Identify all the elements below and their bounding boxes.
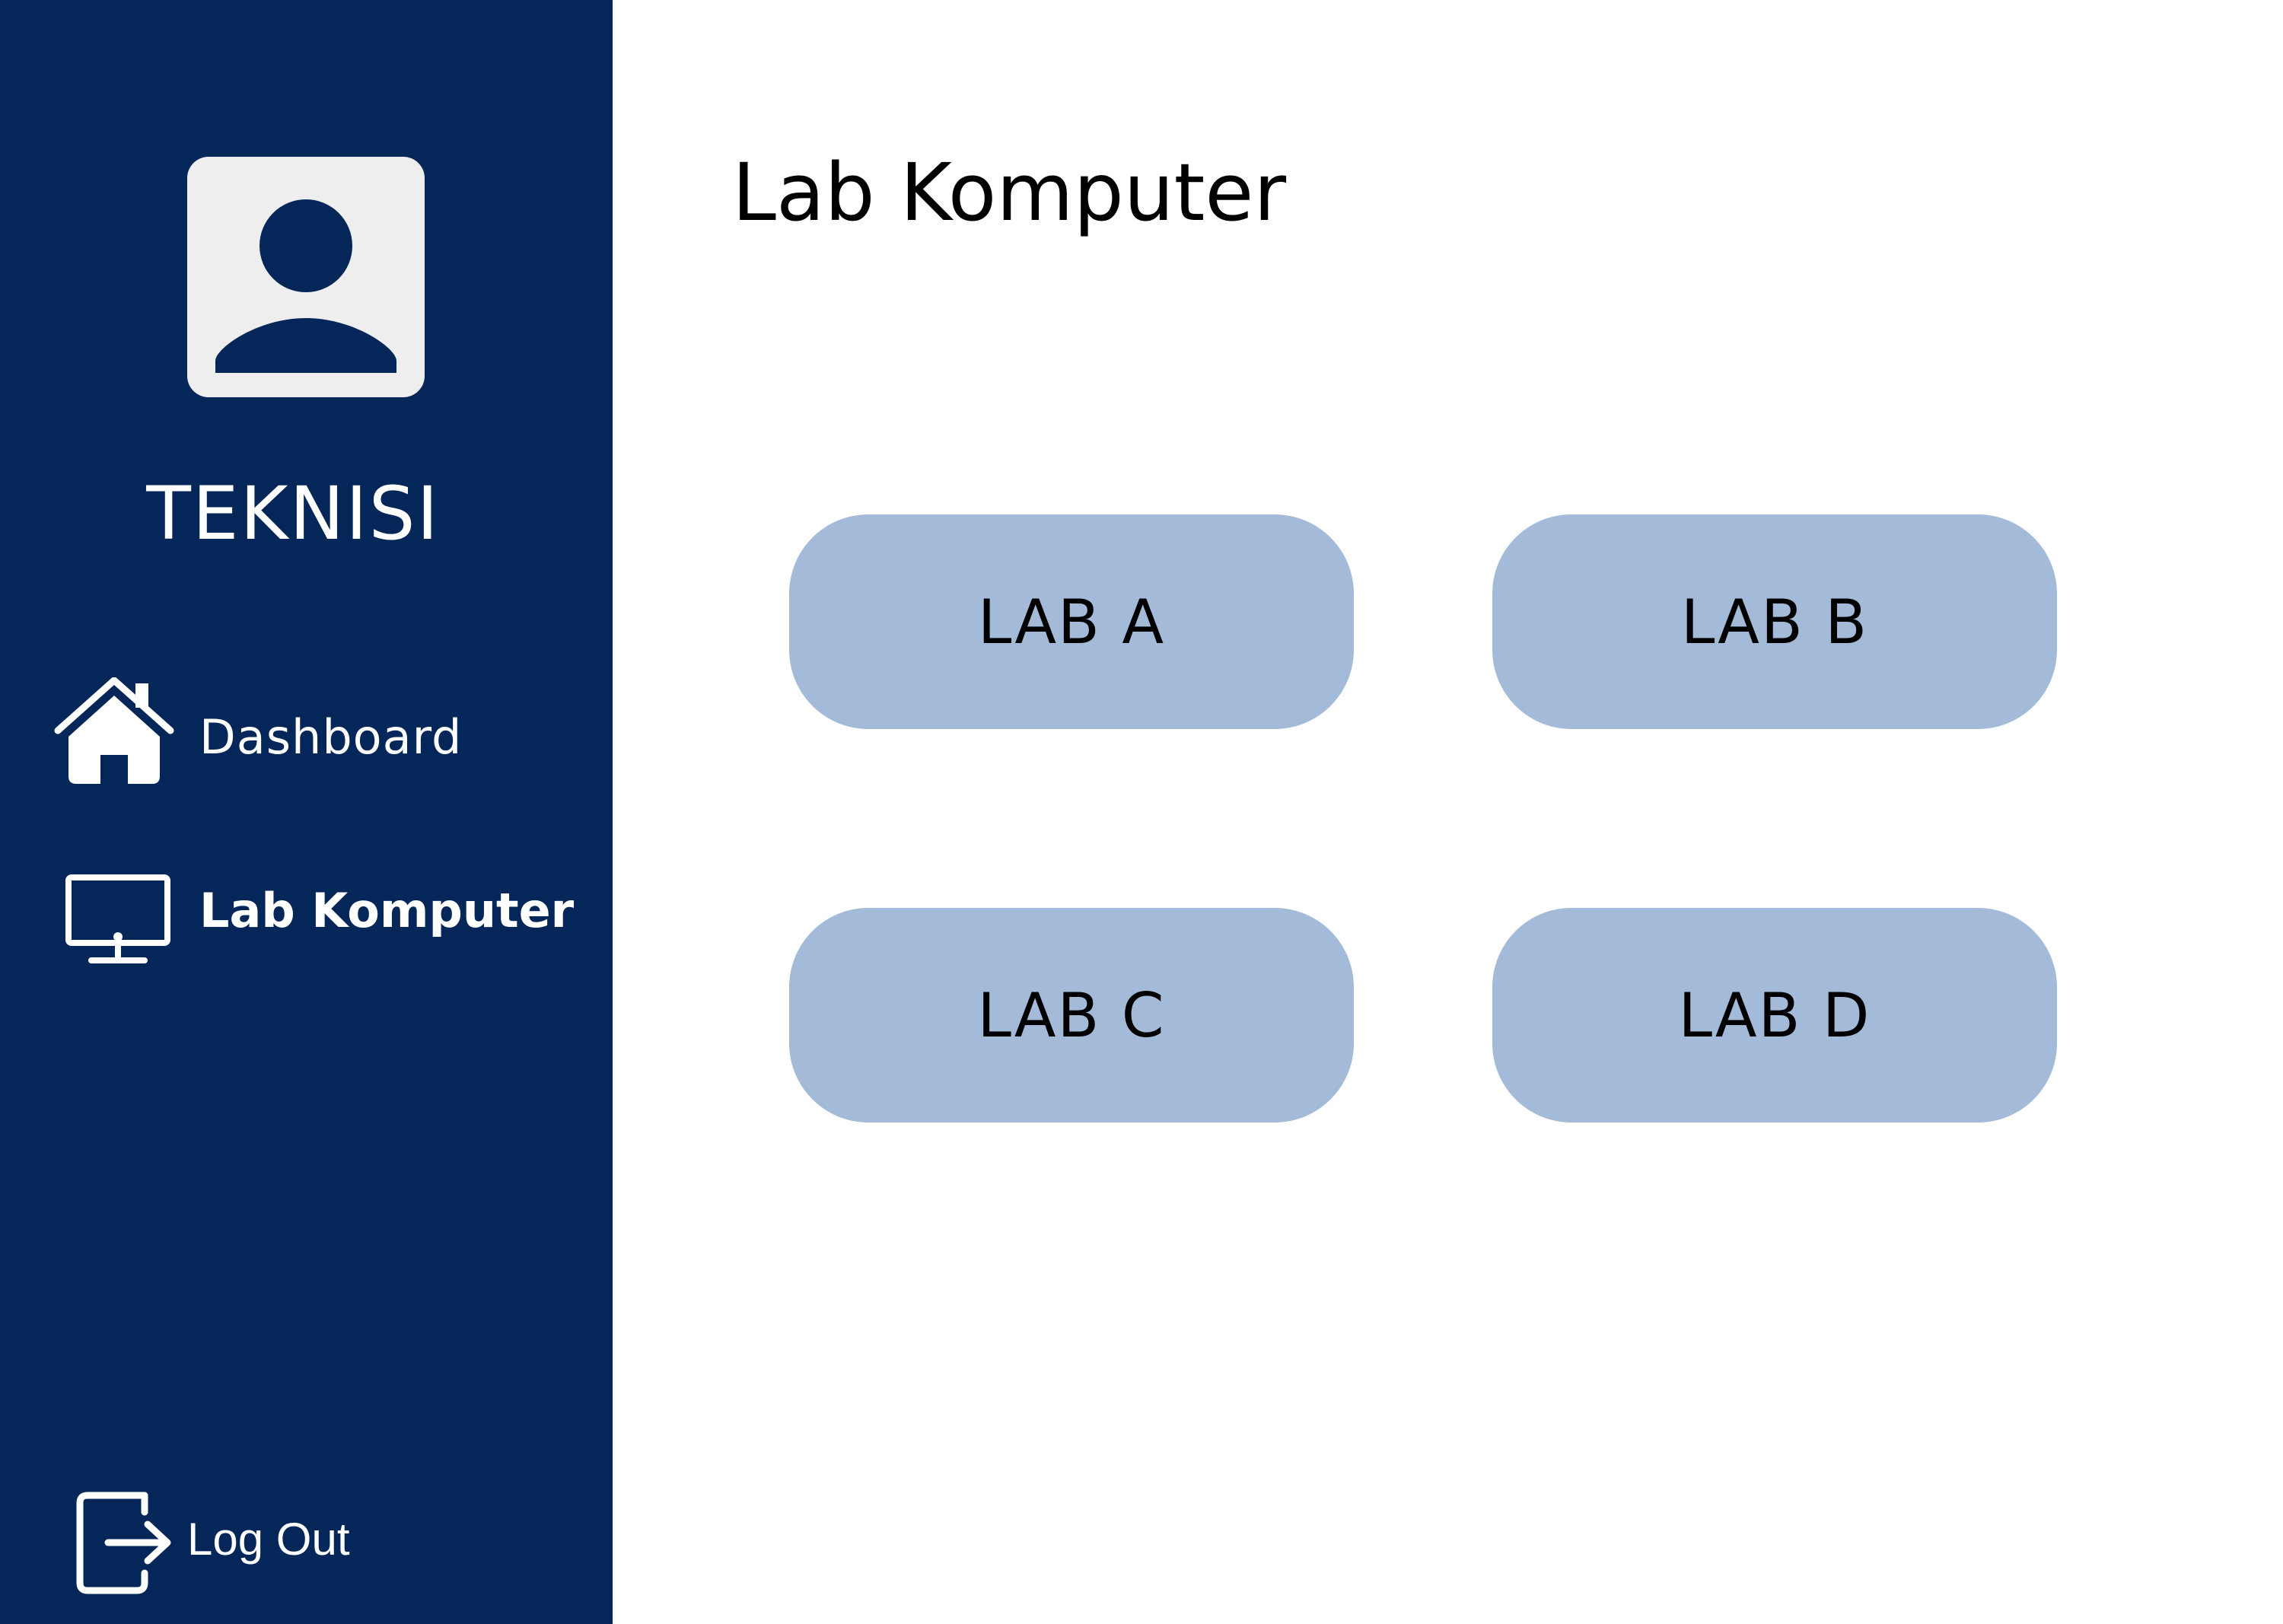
lab-c-button[interactable]: LAB C xyxy=(789,908,1354,1122)
lab-a-button[interactable]: LAB A xyxy=(789,514,1354,729)
user-role-label: TEKNISI xyxy=(146,471,440,556)
logout-icon xyxy=(53,1480,175,1594)
sidebar-item-label: Dashboard xyxy=(199,709,463,765)
sidebar-item-lab-komputer[interactable]: Lab Komputer xyxy=(46,856,578,970)
home-icon xyxy=(53,677,175,791)
logout-button[interactable]: Log Out xyxy=(46,1480,578,1594)
page-title: Lab Komputer xyxy=(732,146,1287,239)
logout-label: Log Out xyxy=(187,1514,350,1565)
lab-b-button[interactable]: LAB B xyxy=(1492,514,2057,729)
sidebar: TEKNISI Dashboard Lab Komputer xyxy=(0,0,613,1624)
user-avatar-icon xyxy=(187,157,425,397)
lab-d-button[interactable]: LAB D xyxy=(1492,908,2057,1122)
monitor-icon xyxy=(53,856,175,970)
sidebar-item-label: Lab Komputer xyxy=(199,883,575,938)
sidebar-item-dashboard[interactable]: Dashboard xyxy=(46,677,578,791)
